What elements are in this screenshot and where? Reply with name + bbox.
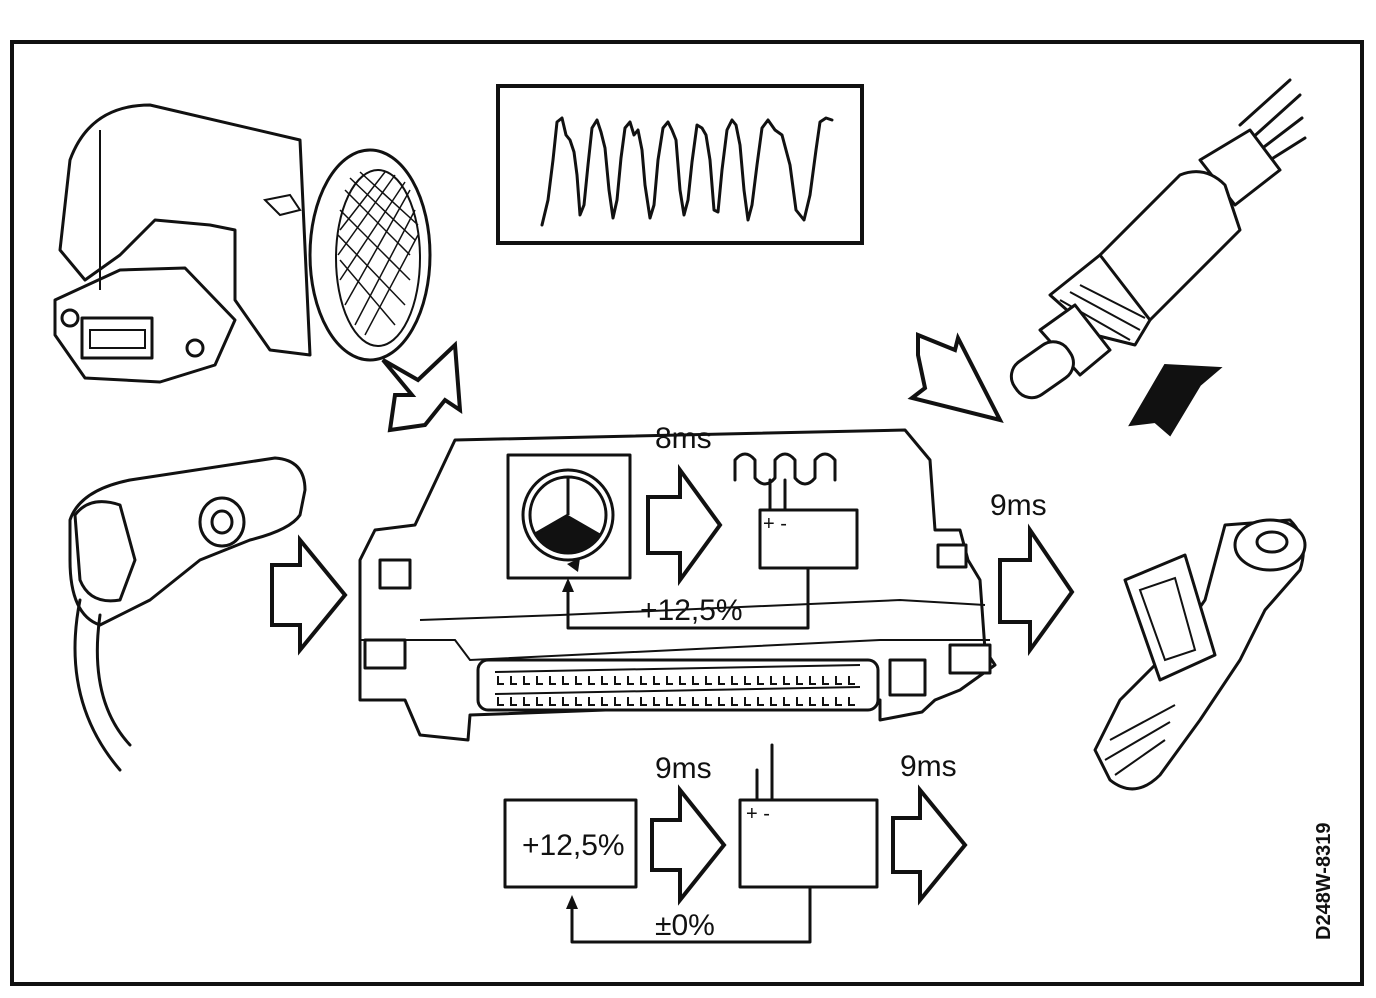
connector-pin <box>809 697 816 706</box>
connector-pin <box>705 697 712 706</box>
top-correction: +12,5% <box>640 594 743 627</box>
connector-pin <box>601 697 608 706</box>
connector-pin <box>757 676 764 685</box>
connector-pin <box>588 676 595 685</box>
connector-pin <box>731 676 738 685</box>
connector-pin <box>575 676 582 685</box>
connector-pin <box>640 676 647 685</box>
connector-pin <box>783 676 790 685</box>
connector-pin <box>796 676 803 685</box>
bottom-correction-loop: +12,5% + - <box>503 743 879 944</box>
connector-pin <box>588 697 595 706</box>
bottom-correction: ±0% <box>655 909 715 942</box>
lambda-signal-waveform <box>496 84 864 245</box>
connector-pin <box>536 697 543 706</box>
fuel-injector <box>1093 518 1307 791</box>
figure-code: D248W-8319 <box>1313 823 1335 940</box>
connector-pin <box>731 697 738 706</box>
crankshaft-sensor <box>68 456 307 772</box>
ecu-injector-driver: + - <box>562 452 859 630</box>
connector-pin <box>757 697 764 706</box>
connector-pin <box>601 676 608 685</box>
connector-pin <box>835 697 842 706</box>
oxygen-sensor <box>1009 78 1307 400</box>
connector-pin <box>510 697 517 706</box>
connector-pin <box>549 697 556 706</box>
arrow-air-flow <box>381 340 463 433</box>
connector-pin <box>835 676 842 685</box>
ecu-top-time: 8ms <box>655 422 712 455</box>
connector-pin <box>679 676 686 685</box>
arrow-crank <box>270 534 348 656</box>
driver-polarity-top: + - <box>763 513 787 535</box>
connector-pin <box>523 697 530 706</box>
connector-pin <box>744 676 751 685</box>
connector-pin <box>770 697 777 706</box>
connector-pin <box>822 676 829 685</box>
connector-pin <box>822 697 829 706</box>
arrow-bottom-in <box>650 784 727 906</box>
connector-pin <box>666 697 673 706</box>
connector-pin <box>627 676 634 685</box>
right-output-time: 9ms <box>990 489 1047 522</box>
connector-pin <box>627 697 634 706</box>
connector-pin <box>575 697 582 706</box>
bottom-input-time: 9ms <box>655 752 712 785</box>
connector-pin <box>614 697 621 706</box>
connector-pin <box>848 697 855 706</box>
bottom-output-time: 9ms <box>900 750 957 783</box>
connector-pin <box>549 676 556 685</box>
connector-pin <box>523 676 530 685</box>
connector-pin <box>809 676 816 685</box>
connector-pin <box>783 697 790 706</box>
connector-pin <box>744 697 751 706</box>
adaptation-dial <box>506 453 632 580</box>
bottom-box-value: +12,5% <box>522 829 625 862</box>
connector-pin <box>679 697 686 706</box>
connector-pin <box>497 697 504 706</box>
connector-pin <box>640 697 647 706</box>
arrow-bottom-out <box>891 784 968 906</box>
connector-pin <box>562 697 569 706</box>
outer-frame <box>10 40 1364 986</box>
flow-arrows <box>270 332 1223 906</box>
connector-pin <box>536 676 543 685</box>
connector-pin <box>718 676 725 685</box>
connector-pin <box>692 697 699 706</box>
connector-pins <box>497 676 855 706</box>
connector-pin <box>510 676 517 685</box>
air-flow-meter <box>53 103 432 384</box>
driver-polarity-bottom: + - <box>746 803 770 825</box>
connector-pin <box>848 676 855 685</box>
connector-pin <box>718 697 725 706</box>
connector-pin <box>666 676 673 685</box>
connector-pin <box>705 676 712 685</box>
connector-pin <box>653 676 660 685</box>
connector-pin <box>770 676 777 685</box>
connector-pin <box>562 676 569 685</box>
connector-pin <box>653 697 660 706</box>
arrow-dial-to-driver <box>646 463 723 587</box>
connector-pin <box>497 676 504 685</box>
engine-control-module <box>358 428 997 742</box>
arrow-solid-feedback <box>1128 363 1223 437</box>
connector-pin <box>614 676 621 685</box>
connector-pin <box>796 697 803 706</box>
arrow-oxygen <box>907 332 1004 424</box>
connector-pin <box>692 676 699 685</box>
arrow-ecu-to-injector <box>998 523 1075 657</box>
